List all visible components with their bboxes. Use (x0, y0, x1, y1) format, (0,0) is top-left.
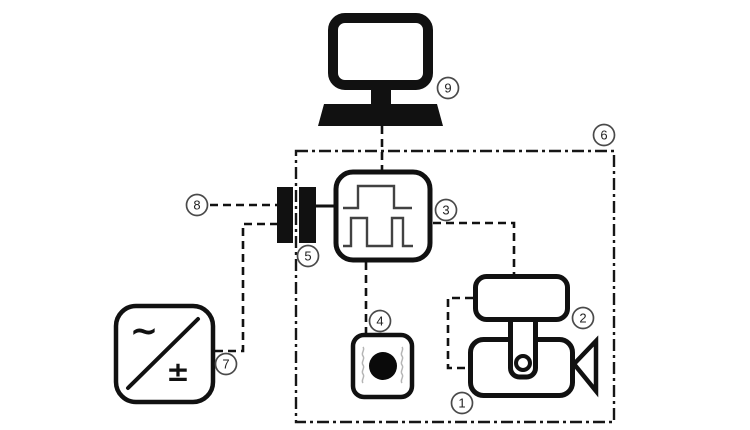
callout-power-supply: 7 (214, 352, 238, 376)
callout-circle-3 (434, 198, 458, 222)
pulse-generator-box (333, 169, 433, 263)
ac-symbol: ~ (130, 311, 159, 351)
computer-icon (318, 13, 443, 126)
square-wave-top-icon (343, 184, 412, 210)
callout-label-8: 8 (193, 198, 200, 213)
vibration-wave-left-icon (361, 346, 365, 384)
camera-assembly (468, 274, 599, 398)
callout-label-6: 6 (600, 128, 607, 143)
callout-circle-2 (571, 306, 595, 330)
feedthrough-right-block (299, 187, 316, 243)
callout-label-2: 2 (579, 311, 586, 326)
enclosure-boundary (294, 149, 616, 424)
callout-label-4: 4 (376, 314, 383, 329)
callout-pulse-generator: 3 (434, 198, 458, 222)
plus-minus-symbol: ± (166, 355, 189, 388)
feedthrough-left-block (277, 187, 293, 243)
cable-feedthrough-to-power-supply (215, 222, 278, 353)
monitor-screen (328, 13, 433, 90)
callout-label-9: 9 (444, 81, 451, 96)
callout-label-3: 3 (442, 203, 449, 218)
callout-circle-9 (436, 76, 460, 100)
monitor-stand (371, 86, 391, 106)
callout-camera: 1 (450, 391, 474, 415)
callout-label-5: 5 (304, 249, 311, 264)
illuminator-box (473, 274, 570, 322)
callout-illuminator: 2 (571, 306, 595, 330)
feedthrough-connector (277, 187, 334, 243)
callout-label-1: 1 (458, 396, 465, 411)
converter-diagonal-line (126, 317, 200, 390)
monitor-base (318, 104, 443, 126)
callout-circle-6 (592, 123, 616, 147)
vibration-wave-right-icon (400, 346, 404, 384)
pulse-generator-outline (333, 169, 433, 263)
callout-transducer: 4 (368, 309, 392, 333)
callout-circle-5 (296, 244, 320, 268)
camera-lens-icon (571, 335, 599, 398)
callout-computer: 9 (436, 76, 460, 100)
cable-pulse-generator-to-illuminator (433, 221, 516, 274)
mount-screw-hole (514, 354, 532, 372)
callout-label-7: 7 (222, 357, 229, 372)
transducer-element-dot (369, 352, 397, 380)
callout-feedthrough: 5 (296, 244, 320, 268)
callout-circle-4 (368, 309, 392, 333)
transducer-box (350, 332, 415, 400)
callout-circle-8 (185, 193, 209, 217)
cable-illuminator-to-camera (446, 296, 473, 370)
callout-enclosure: 6 (592, 123, 616, 147)
callout-circle-7 (214, 352, 238, 376)
callout-circle-1 (450, 391, 474, 415)
callout-signal-input: 8 (185, 193, 209, 217)
power-supply-box: ~ ± (113, 303, 216, 405)
square-wave-bottom-icon (343, 216, 413, 248)
